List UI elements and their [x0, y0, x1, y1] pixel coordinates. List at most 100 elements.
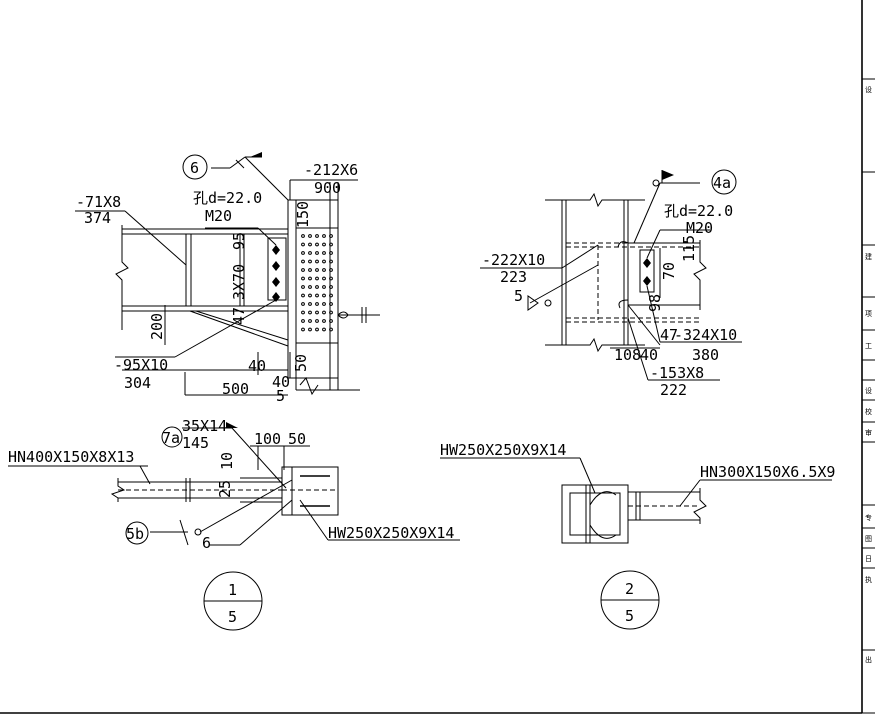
bolt-hole-dot	[322, 293, 326, 298]
bolt-hole-dot	[301, 285, 305, 289]
section-1-label: 1 5	[203, 571, 263, 631]
detail-1-hole-label: 孔d=22.0	[193, 189, 262, 207]
bolt-hole-dot	[301, 242, 305, 247]
bolt-hole-dot	[315, 302, 319, 306]
section-1-mark-circle	[161, 426, 183, 448]
bolt-hole-dot	[322, 302, 326, 306]
bolt-hole-dot	[329, 251, 333, 255]
bolt-hole-dot	[322, 242, 326, 247]
bolt-hole-dot	[322, 327, 326, 332]
detail-1-dim-47: 47	[230, 307, 248, 325]
bolt-hole-dot	[329, 327, 333, 332]
bolt-hole-dot	[308, 327, 312, 332]
bolt-hole-dot	[308, 276, 312, 281]
tb-row-0: 设	[865, 85, 872, 94]
bolt-hole-dot	[301, 310, 305, 315]
bolt-hole-dot	[322, 268, 326, 272]
detail-1-stiffener-length: 374	[84, 209, 111, 227]
section-2-plan	[561, 484, 707, 544]
detail-2-hole-label: 孔d=22.0	[664, 202, 733, 220]
section-1-plan	[110, 466, 339, 516]
bolt-hole-dot	[329, 276, 333, 281]
detail-1-bottom-plate: -95X10	[114, 356, 168, 374]
detail-1-leaders	[75, 152, 358, 396]
tb-row-17: 出	[865, 655, 872, 664]
section-1-label-sheet: 5	[228, 608, 237, 626]
detail-2-elevation	[545, 192, 707, 353]
section-1-mark-bottom: 5b	[126, 525, 144, 543]
tb-row-8: 设	[865, 386, 872, 395]
bolt-hole-dot	[329, 310, 333, 315]
bolt-hole-dot	[322, 251, 326, 255]
bolt-hole-dot	[308, 251, 312, 255]
detail-2-plate-right-length: 380	[692, 346, 719, 364]
bolt-hole-dot	[329, 319, 333, 323]
tb-row-3: 建	[865, 252, 872, 261]
section-1-beam: HN400X150X8X13	[8, 448, 134, 466]
tb-row-6: 工	[865, 342, 872, 350]
section-1-weld-size: 6	[202, 534, 211, 552]
section-2-beam: HN300X150X6.5X9	[700, 463, 835, 481]
bolt-hole-dot	[301, 293, 305, 298]
section-1-plate: 35X14	[182, 417, 227, 435]
bolt-hole-dot	[329, 242, 333, 247]
detail-1-plate-top-length: 900	[314, 179, 341, 197]
detail-2-plate-bottom: -153X8	[650, 364, 704, 382]
section-2-column: HW250X250X9X14	[440, 441, 566, 459]
bolt-hole-dot	[301, 302, 305, 306]
bolt-hole-dot	[315, 259, 319, 264]
bolt-hole-dot	[315, 319, 319, 323]
tb-row-15: 执	[865, 575, 872, 584]
detail-1-mark: 6	[190, 159, 199, 177]
detail-1-plate-top: -212X6	[304, 161, 358, 179]
detail-2-dim-47: 47	[660, 326, 678, 344]
detail-1-mark-circle	[182, 154, 208, 180]
detail-2-plate-bottom-length: 222	[660, 381, 687, 399]
detail-1-dim-50: 50	[292, 354, 310, 372]
detail-2-mark-circle	[711, 169, 737, 195]
detail-2-dim-115: 115	[680, 235, 698, 262]
section-1-plate-dim: 145	[182, 434, 209, 452]
detail-2-dim-40: 40	[640, 346, 658, 364]
bolt-hole-dot	[301, 319, 305, 323]
bolt-hole-dot	[315, 285, 319, 289]
bolt-hole-dot	[329, 302, 333, 306]
section-2-leaders	[440, 457, 832, 507]
bolt-hole-dot	[301, 251, 305, 255]
title-block: 设 建 项 工 设 校 审 专 图 日 执 出	[862, 78, 875, 664]
bolt-hole-dot	[315, 293, 319, 298]
tb-row-10: 审	[865, 428, 872, 437]
bolt-hole-dot	[308, 293, 312, 298]
detail-2-plate-left: -222X10	[482, 251, 545, 269]
bolt-hole-dot	[322, 285, 326, 289]
detail-2-leaders	[480, 170, 742, 381]
bolt-hole-dot	[322, 319, 326, 323]
section-1-mark: 7a	[162, 429, 180, 447]
bolt-grid	[301, 234, 333, 332]
detail-2-dim-108: 108	[614, 346, 641, 364]
section-1-mark-bottom-circle	[125, 521, 149, 545]
bolt-hole-dot	[308, 242, 312, 247]
tb-row-9: 校	[865, 407, 872, 416]
bolt-hole-dot	[329, 259, 333, 264]
bolt-hole-dot	[308, 285, 312, 289]
bolt-hole-dot	[322, 234, 326, 238]
bolt-hole-dot	[301, 259, 305, 264]
detail-1-bottom-plate-length: 304	[124, 374, 151, 392]
bolt-hole-dot	[301, 268, 305, 272]
section-1-label-number: 1	[228, 581, 237, 599]
detail-2-mark: 4a	[713, 174, 731, 192]
detail-1-dim-95: 95	[230, 232, 248, 250]
bolt-hole-dot	[315, 234, 319, 238]
bolt-hole-dot	[315, 327, 319, 332]
detail-1-dim-150: 150	[294, 201, 312, 228]
bolt-hole-dot	[308, 302, 312, 306]
detail-2-dim-70: 70	[660, 262, 678, 280]
bolt-hole-dot	[315, 251, 319, 255]
bolt-hole-dot	[322, 259, 326, 264]
section-2-label-sheet: 5	[625, 607, 634, 625]
bolt-hole-dot	[329, 234, 333, 238]
bolt-hole-dot	[301, 234, 305, 238]
detail-1-dim-5: 5	[276, 387, 285, 405]
